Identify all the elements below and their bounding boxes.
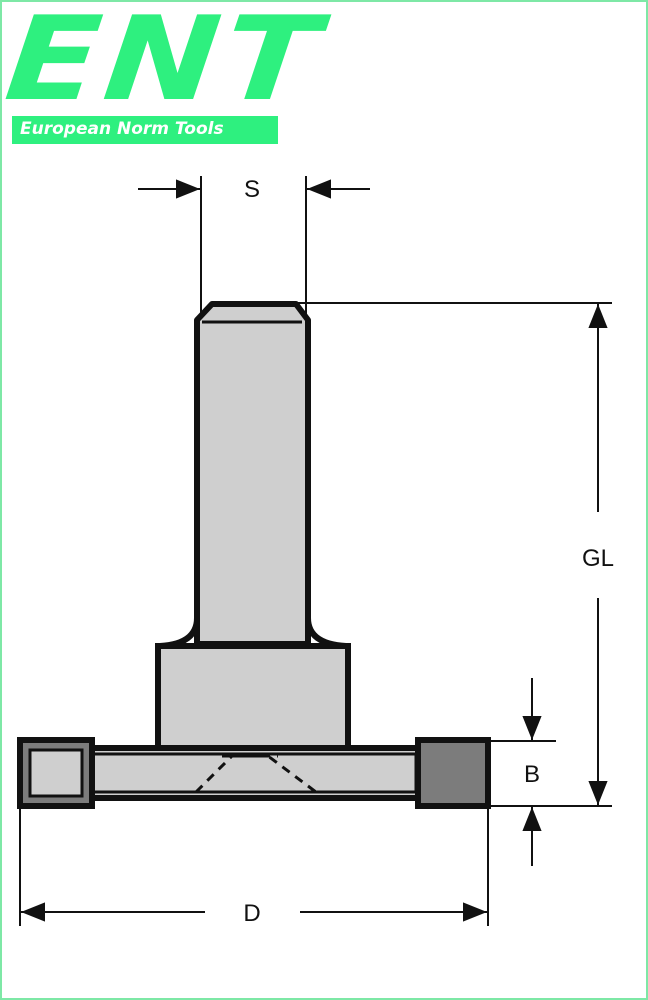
- shank: [194, 301, 311, 647]
- dimension-label-b: B: [524, 761, 540, 788]
- shank-fillet-right: [305, 617, 347, 649]
- shank-fillet-left: [159, 617, 200, 649]
- logo-tagline: European Norm Tools: [20, 119, 224, 139]
- logo-tagline-bar: European Norm Tools: [12, 116, 278, 144]
- dimension-label-s: S: [244, 176, 260, 203]
- carbide-tip-left-inner: [28, 748, 84, 798]
- cutter-body: [155, 643, 351, 751]
- carbide-tip-right: [415, 737, 491, 809]
- hidden-line-right: [222, 754, 317, 794]
- ent-logo: ENT European Norm Tools: [0, 0, 329, 144]
- dimension-label-gl: GL: [582, 545, 614, 572]
- dimension-label-d: D: [243, 900, 260, 927]
